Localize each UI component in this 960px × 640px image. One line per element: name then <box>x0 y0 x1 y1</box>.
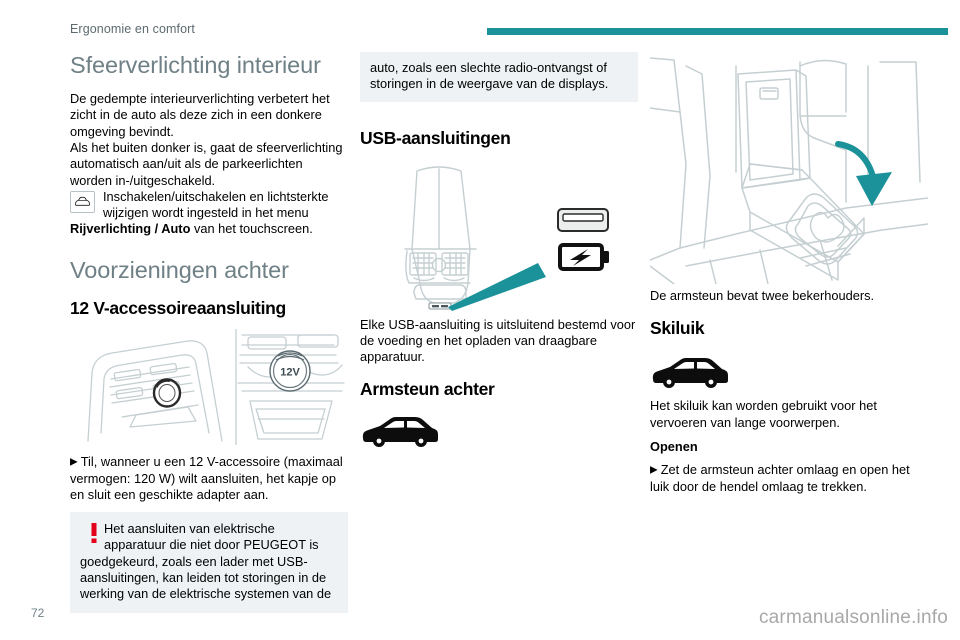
figure-12v-socket: 12V <box>70 328 348 445</box>
column-left: Sfeerverlichting interieur De gedempte i… <box>70 52 348 613</box>
running-head: Ergonomie en comfort <box>70 22 195 36</box>
instruction-open-ski-hatch-text: Zet de armsteun achter omlaag en open he… <box>650 462 910 494</box>
car-front-icon <box>70 190 95 213</box>
header-rule <box>487 28 948 35</box>
warning-panel-text: Het aansluiten van elektrische apparatuu… <box>80 521 332 602</box>
paragraph-ambient-2: Als het buiten donker is, gaat de sfeerv… <box>70 139 343 188</box>
subsection-title-usb: USB-aansluitingen <box>360 127 511 148</box>
subsection-title-ski-hatch: Skiluik <box>650 318 705 339</box>
paragraph-usb: Elke USB-aansluiting is uitsluitend best… <box>360 316 636 365</box>
instruction-12v-socket: ▶Til, wanneer u een 12 V-accessoire (max… <box>70 454 348 503</box>
icon-note-ambient-settings: Inschakelen/uitschakelen en lichtsterkte… <box>70 189 348 238</box>
svg-text:12V: 12V <box>280 366 300 378</box>
figure-car-silhouette-ski-hatch <box>650 355 928 389</box>
page-title: Sfeerverlichting interieur <box>70 52 321 78</box>
figure-usb-ports <box>360 165 638 313</box>
warning-exclamation-icon <box>91 523 97 544</box>
section-title-rear-features: Voorzieningen achter <box>70 256 289 283</box>
figure-rear-armrest <box>650 52 928 284</box>
paragraph-armrest-cupholders: De armsteun bevat twee bekerhouders. <box>650 288 875 303</box>
subsection-title-12v-socket: 12 V-accessoireaansluiting <box>70 297 286 318</box>
label-openen: Openen <box>650 438 698 454</box>
subsection-title-rear-armrest: Armsteun achter <box>360 379 495 400</box>
instruction-open-ski-hatch: ▶Zet de armsteun achter omlaag en open h… <box>650 462 928 495</box>
site-watermark: carmanualsonline.info <box>758 607 948 628</box>
figure-car-silhouette-armrest <box>360 414 638 448</box>
icon-note-text: Inschakelen/uitschakelen en lichtsterkte… <box>70 189 348 238</box>
bullet-arrow-icon: ▶ <box>650 464 661 476</box>
icon-note-tail: van het touchscreen. <box>190 221 313 237</box>
warning-panel-electrical: Het aansluiten van elektrische apparatuu… <box>70 512 348 613</box>
paragraph-ski-hatch: Het skiluik kan worden gebruikt voor het… <box>650 398 877 430</box>
warning-panel-continued: auto, zoals een slechte radio-ontvangst … <box>360 52 638 102</box>
page-number: 72 <box>31 606 45 620</box>
bullet-arrow-icon: ▶ <box>70 456 81 468</box>
warning-panel-continued-text: auto, zoals een slechte radio-ontvangst … <box>370 60 609 92</box>
column-right: De armsteun bevat twee bekerhouders. Ski… <box>650 52 928 495</box>
instruction-12v-socket-text: Til, wanneer u een 12 V-accessoire (maxi… <box>70 453 343 502</box>
column-middle: auto, zoals een slechte radio-ontvangst … <box>360 52 638 448</box>
icon-note-lead: Inschakelen/uitschakelen en lichtsterkte… <box>103 188 329 221</box>
icon-note-menu-path: Rijverlichting / Auto <box>70 221 191 237</box>
paragraph-ambient-1: De gedempte interieurverlichting verbete… <box>70 91 330 139</box>
